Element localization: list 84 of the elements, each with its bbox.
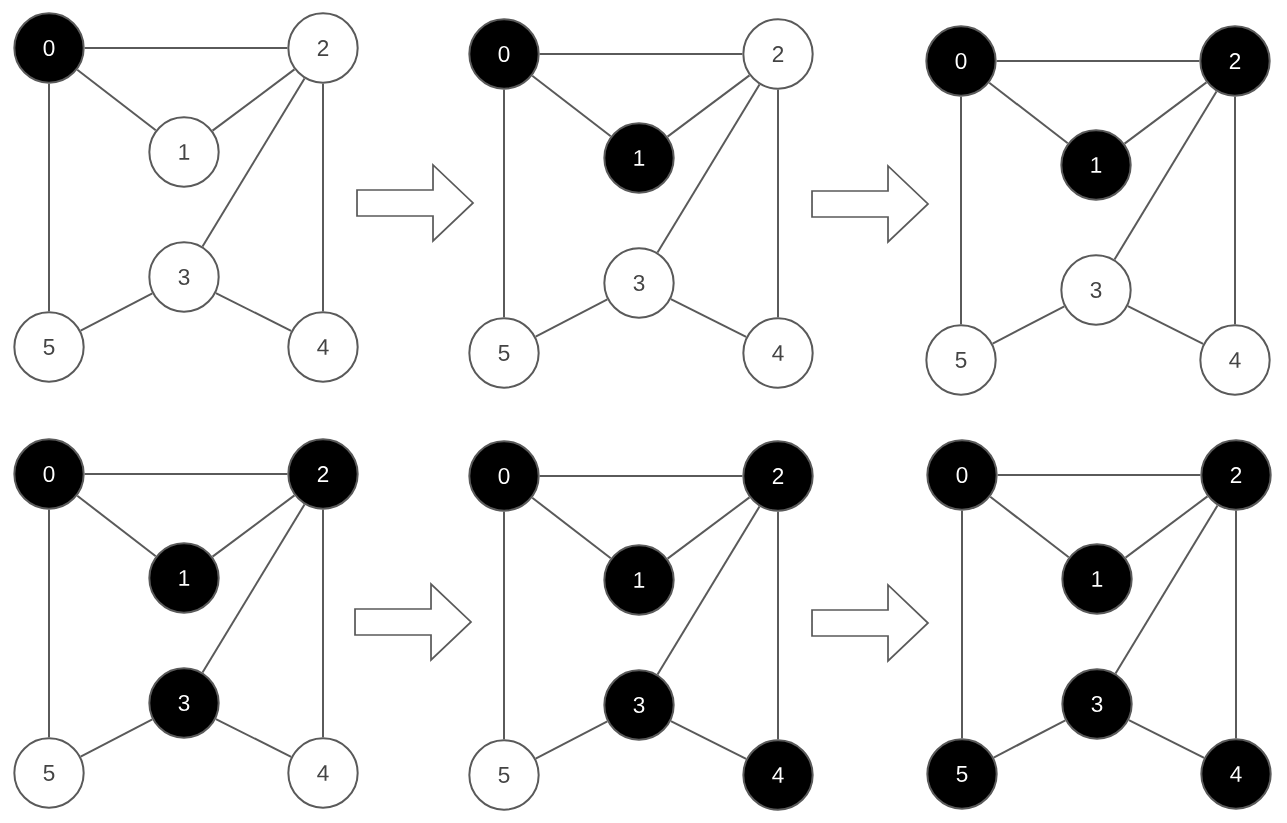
graph-node: 2 <box>1199 25 1271 97</box>
graph-edge <box>48 508 50 739</box>
graph-edge <box>201 503 306 674</box>
graph-edge <box>76 68 157 132</box>
graph-edge <box>211 68 296 132</box>
graph-node: 0 <box>925 25 997 97</box>
graph-node: 4 <box>1199 324 1271 396</box>
graph-node: 3 <box>1060 254 1132 326</box>
graph-edge <box>995 60 1201 62</box>
graph-edge <box>534 298 609 338</box>
graph-edge <box>1127 719 1206 759</box>
graph-node: 3 <box>1061 668 1133 740</box>
graph-edge <box>79 718 154 758</box>
graph-node: 4 <box>287 737 359 809</box>
graph-node: 0 <box>468 440 540 512</box>
graph-edge <box>1235 509 1237 740</box>
graph-node: 5 <box>468 317 540 389</box>
graph-edge <box>777 88 779 319</box>
graph-node: 1 <box>603 544 675 616</box>
graph-edge <box>48 82 50 313</box>
graph-edge <box>989 495 1070 559</box>
graph-edge <box>538 475 744 477</box>
graph-edge <box>666 74 751 138</box>
graph-edge <box>322 82 324 313</box>
graph-node: 3 <box>148 667 220 739</box>
graph-node: 1 <box>1060 129 1132 201</box>
graph-node: 4 <box>287 311 359 383</box>
graph-node: 0 <box>468 18 540 90</box>
graph-edge <box>531 496 612 560</box>
graph-edge <box>669 720 748 760</box>
graph-edge <box>1114 504 1219 675</box>
graph-node: 2 <box>742 18 814 90</box>
graph-edge <box>992 719 1067 759</box>
graph-edge <box>996 474 1202 476</box>
graph-edge <box>656 83 761 254</box>
graph-node: 0 <box>926 439 998 511</box>
graph-node: 1 <box>1061 543 1133 615</box>
graph-edge <box>211 494 296 558</box>
graph-edge <box>201 77 306 248</box>
graph-node: 2 <box>287 438 359 510</box>
graph-edge <box>1124 495 1209 559</box>
graph-node: 5 <box>13 311 85 383</box>
graph-node: 4 <box>742 317 814 389</box>
graph-edge <box>1123 81 1208 145</box>
graph-edge <box>961 509 963 740</box>
graph-edge <box>656 505 761 676</box>
graph-node: 4 <box>1200 738 1272 810</box>
graph-edge <box>83 47 289 49</box>
graph-edge <box>1126 305 1205 345</box>
graph-node: 2 <box>742 440 814 512</box>
graph-edge <box>666 496 751 560</box>
graph-node: 5 <box>468 739 540 811</box>
graph-node: 4 <box>742 739 814 811</box>
graph-edge <box>503 510 505 741</box>
graph-edge <box>214 292 293 332</box>
graph-node: 5 <box>926 738 998 810</box>
graph-node: 3 <box>603 247 675 319</box>
graph-edge <box>988 81 1069 145</box>
graph-edge <box>76 494 157 558</box>
graph-edge <box>1113 90 1218 261</box>
graph-node: 3 <box>603 669 675 741</box>
graph-edge <box>1234 95 1236 326</box>
graph-node: 2 <box>1200 439 1272 511</box>
graph-node: 1 <box>603 122 675 194</box>
graph-edge <box>79 292 154 332</box>
graph-node: 0 <box>13 438 85 510</box>
graph-edge <box>503 88 505 319</box>
graph-edge <box>83 473 289 475</box>
graph-node: 1 <box>148 116 220 188</box>
graph-edge <box>214 718 293 758</box>
graph-edge <box>991 305 1066 345</box>
graph-node: 5 <box>13 737 85 809</box>
graph-node: 2 <box>287 12 359 84</box>
graph-edge <box>531 74 612 138</box>
graph-edge <box>777 510 779 741</box>
graph-edge <box>669 298 748 338</box>
graph-edge <box>534 720 609 760</box>
graph-node: 1 <box>148 542 220 614</box>
graph-node: 5 <box>925 324 997 396</box>
graph-node: 3 <box>148 241 220 313</box>
graph-node: 0 <box>13 12 85 84</box>
graph-edge <box>538 53 744 55</box>
graph-edge <box>960 95 962 326</box>
graph-edge <box>322 508 324 739</box>
